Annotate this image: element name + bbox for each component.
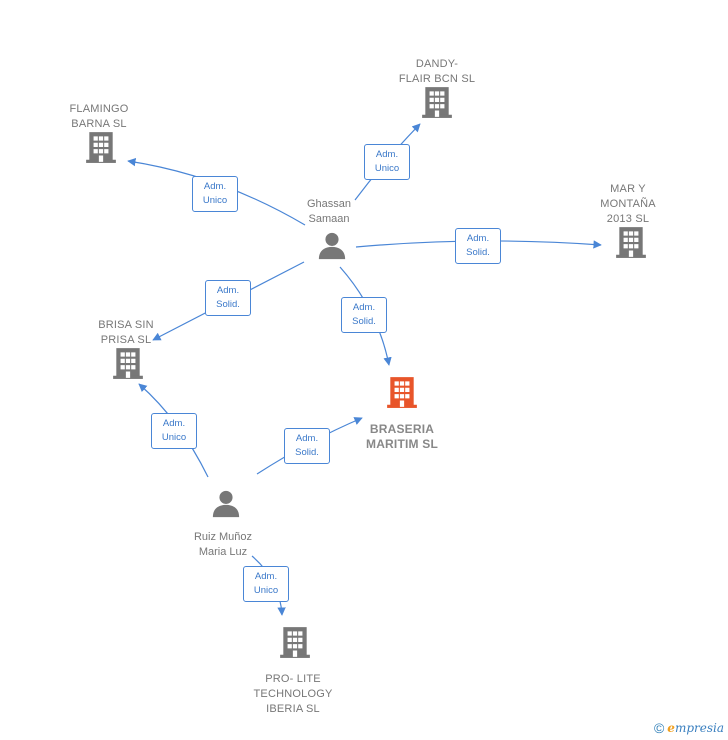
- building-icon-braseria[interactable]: [387, 377, 417, 408]
- edge-label-ruiz-braseria[interactable]: Adm. Solid.: [284, 428, 330, 464]
- edge-label-ruiz-prolite[interactable]: Adm. Unico: [243, 566, 289, 602]
- node-label-ruiz[interactable]: Ruiz Muñoz Maria Luz: [193, 531, 253, 558]
- edge-label-ghassan-mar[interactable]: Adm. Solid.: [455, 228, 501, 264]
- node-label-mar[interactable]: MAR Y MONTAÑA 2013 SL: [600, 183, 656, 225]
- node-label-dandy[interactable]: DANDY- FLAIR BCN SL: [398, 58, 476, 85]
- node-label-brisa[interactable]: BRISA SIN PRISA SL: [98, 319, 154, 346]
- copyright-icon: ©: [653, 720, 665, 736]
- node-label-braseria[interactable]: BRASERIA MARITIM SL: [366, 422, 438, 451]
- building-icon-brisa[interactable]: [113, 348, 143, 379]
- edge-label-ghassan-braseria[interactable]: Adm. Solid.: [341, 297, 387, 333]
- building-icon-mar[interactable]: [616, 227, 646, 258]
- building-icon-flamingo[interactable]: [86, 132, 116, 163]
- node-label-ghassan[interactable]: Ghassan Samaan: [306, 198, 352, 225]
- edge-label-ruiz-brisa[interactable]: Adm. Unico: [151, 413, 197, 449]
- footer-brand[interactable]: © empresia: [654, 720, 724, 736]
- person-icon-ruiz[interactable]: [212, 490, 240, 518]
- edge-label-ghassan-brisa[interactable]: Adm. Solid.: [205, 280, 251, 316]
- building-icon-prolite[interactable]: [280, 627, 310, 658]
- edge-label-ghassan-flamingo[interactable]: Adm. Unico: [192, 176, 238, 212]
- brand-logo: empresia: [667, 721, 724, 735]
- edge-label-ghassan-dandy[interactable]: Adm. Unico: [364, 144, 410, 180]
- person-icon-ghassan[interactable]: [318, 232, 346, 260]
- building-icon-dandy[interactable]: [422, 87, 452, 118]
- node-label-flamingo[interactable]: FLAMINGO BARNA SL: [69, 103, 129, 130]
- node-label-prolite[interactable]: PRO- LITE TECHNOLOGY IBERIA SL: [253, 673, 333, 715]
